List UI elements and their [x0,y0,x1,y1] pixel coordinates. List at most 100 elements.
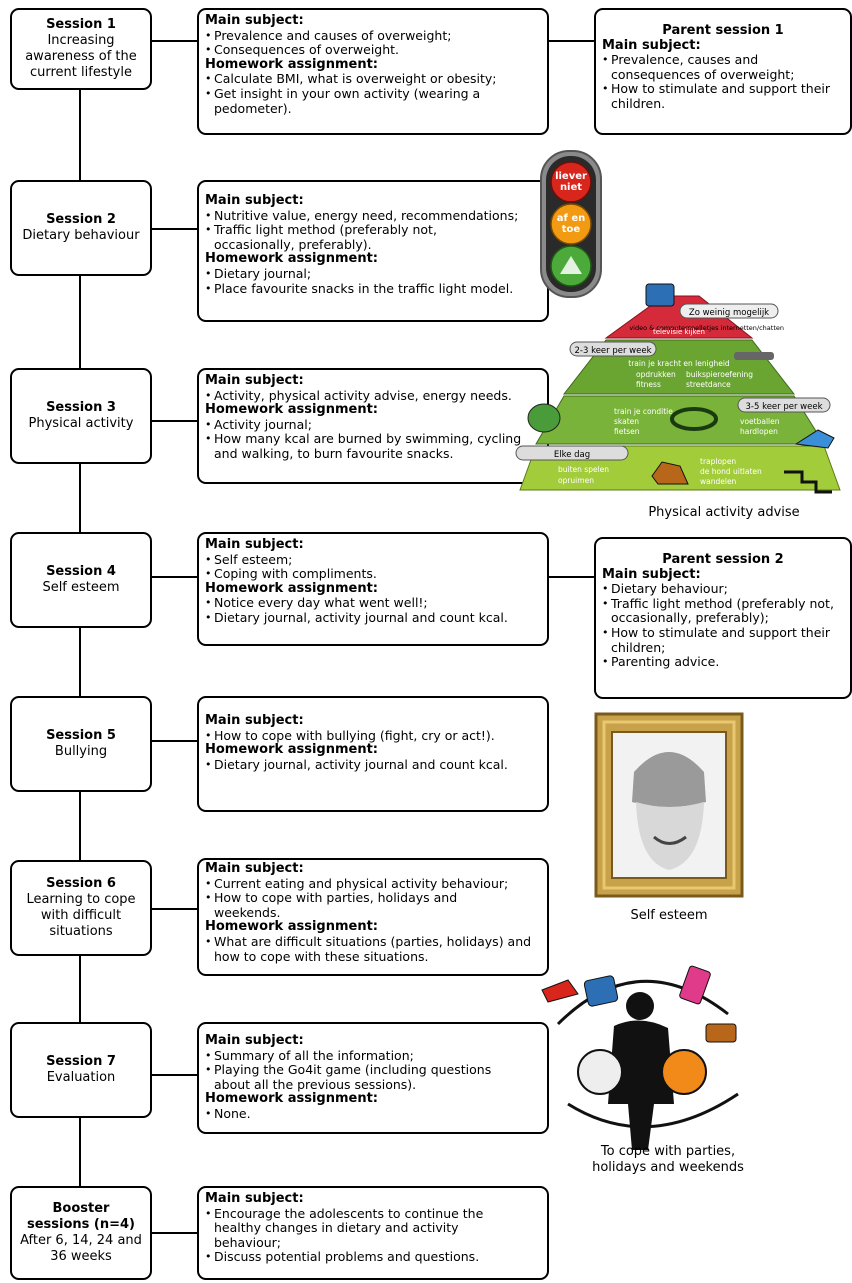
shoe-icon [651,461,689,485]
booster-details: Main subject: Encourage the adolescents … [197,1186,549,1280]
homework-list: What are difficult situations (parties, … [205,934,541,964]
pyramid-l3-item: train je conditie [614,407,673,416]
connector-5 [152,740,197,742]
session-title: Session 4 [46,564,116,579]
parties-caption: To cope with parties, holidays and weeke… [592,1144,744,1175]
pyramid-level4-label: Elke dag [554,450,590,460]
tv-icon [645,283,675,307]
main-list: Prevalence, causes and consequences of o… [602,52,844,111]
session-7-details: Main subject: Summary of all the informa… [197,1022,549,1134]
sneaker-icon [541,979,579,1003]
list-item: Traffic light method (preferably not, oc… [205,222,484,252]
main-subject-heading: Main subject: [205,1191,304,1206]
activity-pyramid-illustration: Zo weinig mogelijk video & computerspell… [515,283,841,494]
main-list: How to cope with bullying (fight, cry or… [205,728,541,744]
session-5-details: Main subject: How to cope with bullying … [197,696,549,812]
list-item: Prevalence and causes of overweight; [205,28,541,44]
connector-1 [152,40,197,42]
session-5-box: Session 5 Bullying [10,696,152,792]
timeline-line [79,90,81,1190]
silhouette-body [608,1020,674,1150]
pyramid-top-item: televisie kijken [653,328,705,336]
list-item: Dietary journal, activity journal and co… [205,757,541,773]
list-item: Summary of all the information; [205,1048,541,1064]
self-esteem-caption: Self esteem [630,908,708,923]
main-subject-heading: Main subject: [205,537,304,552]
list-item: Encourage the adolescents to continue th… [205,1206,514,1251]
session-title: Session 2 [46,212,116,227]
session-3-details: Main subject: Activity, physical activit… [197,368,549,484]
list-item: Current eating and physical activity beh… [205,876,541,892]
tv-icon [583,975,619,1007]
list-item: None. [205,1106,541,1122]
main-list: Encourage the adolescents to continue th… [205,1206,541,1265]
connector-6 [152,908,197,910]
homework-heading: Homework assignment: [205,742,378,758]
homework-heading: Homework assignment: [205,1091,378,1107]
session-title: Session 6 [46,876,116,891]
list-item: Notice every day what went well!; [205,596,541,611]
homework-list: None. [205,1106,541,1122]
list-item: Dietary behaviour; [602,582,844,597]
connector-3 [152,420,197,422]
session-subtitle: Dietary behaviour [22,228,140,243]
homework-heading: Homework assignment: [205,251,378,267]
pyramid-l3-item: hardlopen [740,427,778,436]
list-item: Calculate BMI, what is overweight or obe… [205,72,541,87]
list-item: Traffic light method (preferably not, oc… [602,596,836,626]
main-subject-heading: Main subject: [205,13,304,28]
connector-2 [152,228,197,230]
red-light [550,161,592,203]
session-2-details: Main subject: Nutritive value, energy ne… [197,180,549,322]
physical-activity-caption: Physical activity advise [648,505,800,520]
pyramid-level2-label: 2-3 keer per week [574,346,651,356]
list-item: Nutritive value, energy need, recommenda… [205,208,541,224]
list-item: What are difficult situations (parties, … [205,934,541,964]
session-6-details: Main subject: Current eating and physica… [197,858,549,976]
list-item: Consequences of overweight. [205,43,541,58]
connector-parent-1 [549,40,594,42]
soccer-ball-icon [577,1049,623,1095]
main-list: Dietary behaviour; Traffic light method … [602,582,844,670]
list-item: Coping with compliments. [205,567,541,582]
homework-list: Calculate BMI, what is overweight or obe… [205,72,541,116]
list-item: Dietary journal; [205,266,541,282]
main-subject-heading: Main subject: [205,713,304,728]
parties-illustration [541,965,739,1150]
pyramid-l3-item: voetballen [740,417,780,426]
main-subject-heading: Main subject: [205,373,304,388]
session-subtitle: Learning to cope with difficult situatio… [26,892,136,939]
pyramid-l2-item: train je kracht en lenigheid [628,359,730,368]
session-subtitle: After 6, 14, 24 and 36 weeks [20,1233,142,1264]
session-title: Booster sessions (n=4) [26,1201,135,1232]
main-subject-heading: Main subject: [205,193,304,208]
session-subtitle: Evaluation [46,1070,116,1085]
pyramid-l2-item: streetdance [686,380,731,389]
homework-list: Dietary journal; Place favourite snacks … [205,266,541,296]
session-subtitle: Self esteem [42,580,120,595]
homework-heading: Homework assignment: [205,402,378,418]
pyramid-l2-item: buikspieroefening [686,370,753,379]
orange-light [550,203,592,245]
session-title: Session 5 [46,728,116,743]
connector-parent-2 [549,576,594,578]
session-2-box: Session 2 Dietary behaviour [10,180,152,276]
list-item: How to cope with parties, holidays and w… [205,890,504,920]
main-subject-heading: Main subject: [602,37,701,53]
homework-heading: Homework assignment: [205,56,378,72]
session-subtitle: Physical activity [28,416,134,431]
pyramid-l4-item: de hond uitlaten [700,467,762,476]
session-1-details: Main subject: Prevalence and causes of o… [197,8,549,135]
list-item: How to stimulate and support their child… [602,82,831,111]
homework-list: Activity journal; How many kcal are burn… [205,417,541,462]
parent-session-title: Parent session 2 [662,552,784,567]
main-list: Self esteem; Coping with compliments. [205,552,541,582]
session-3-box: Session 3 Physical activity [10,368,152,464]
session-title: Session 3 [46,400,116,415]
drink-icon [679,965,711,1005]
basketball-icon [661,1049,707,1095]
list-item: Self esteem; [205,552,541,568]
list-item: Activity, physical activity advise, ener… [205,388,541,404]
list-item: Get insight in your own activity (wearin… [205,86,514,116]
homework-heading: Homework assignment: [205,919,378,935]
